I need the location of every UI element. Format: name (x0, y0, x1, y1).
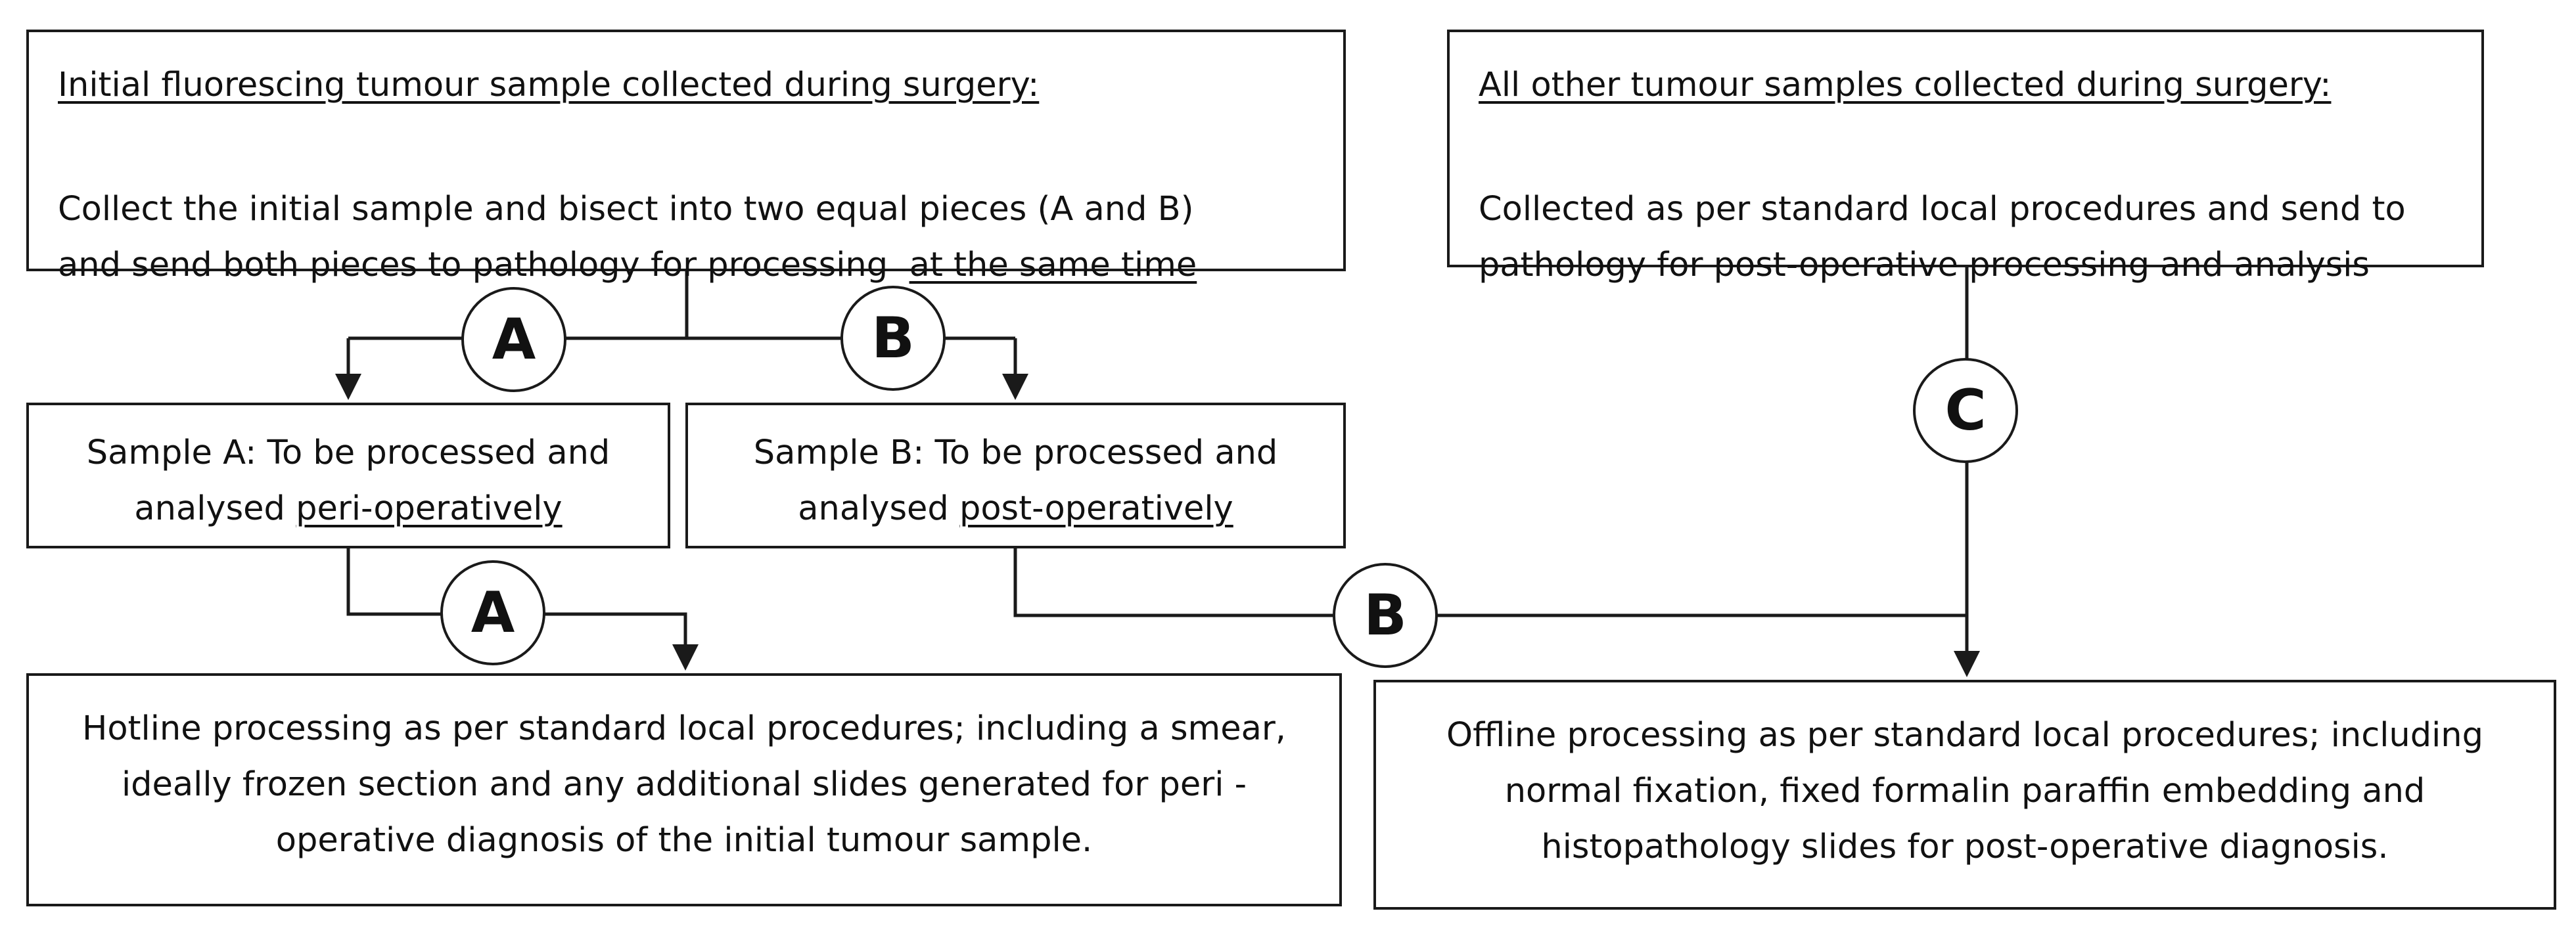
hotline-line1: Hotline processing as per standard local… (81, 709, 1286, 748)
connector-sample-b-to-offline (1013, 548, 1967, 617)
initial-sample-line1: Collect the initial sample and bisect in… (58, 190, 1194, 229)
label-a-top: A (461, 287, 566, 392)
sample-b-line1: Sample B: To be processed and (753, 433, 1278, 472)
initial-sample-line2: and send both pieces to pathology for pr… (58, 246, 1197, 284)
offline-line3: histopathology slides for post-operative… (1541, 828, 2389, 866)
offline-line2: normal fixation, fixed formalin paraffin… (1504, 772, 2426, 810)
label-a-bottom: A (440, 560, 545, 665)
other-samples-heading: All other tumour samples collected durin… (1479, 66, 2332, 104)
sample-a-line1: Sample A: To be processed and (86, 433, 610, 472)
sample-a-line2: analysed peri-operatively (134, 489, 563, 528)
label-b-top: B (840, 286, 946, 391)
offline-line1: Offline processing as per standard local… (1446, 716, 2483, 755)
other-samples-line1: Collected as per standard local procedur… (1479, 190, 2406, 229)
hotline-processing-box: Hotline processing as per standard local… (26, 673, 1342, 906)
other-samples-line2: pathology for post-operative processing … (1479, 246, 2370, 284)
offline-processing-box: Offline processing as per standard local… (1373, 680, 2556, 910)
other-samples-box: All other tumour samples collected durin… (1447, 30, 2484, 284)
initial-sample-heading: Initial fluorescing tumour sample collec… (58, 66, 1040, 104)
label-b-bottom: B (1333, 563, 1438, 668)
sample-b-line2: analysed post-operatively (798, 489, 1233, 528)
hotline-line3: operative diagnosis of the initial tumou… (275, 821, 1093, 860)
sample-a-box: Sample A: To be processed and analysed p… (26, 403, 670, 548)
label-c: C (1913, 358, 2018, 463)
initial-sample-box: Initial fluorescing tumour sample collec… (26, 30, 1346, 284)
hotline-line2: ideally frozen section and any additiona… (121, 765, 1247, 804)
sample-b-box: Sample B: To be processed and analysed p… (685, 403, 1346, 548)
